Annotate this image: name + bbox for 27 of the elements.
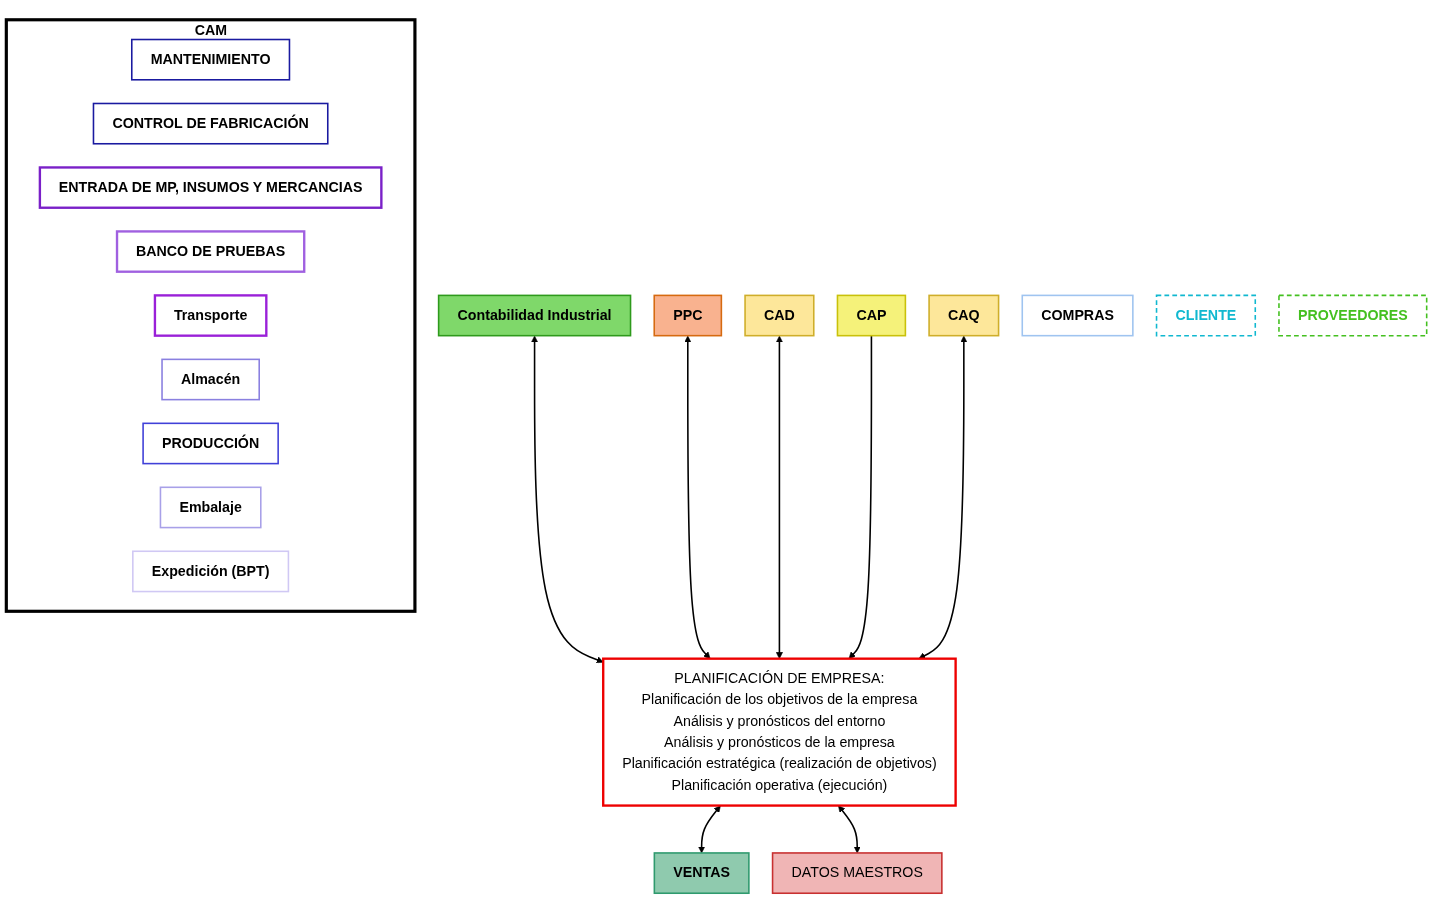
node-box: Transporte	[153, 294, 268, 337]
arrow	[838, 805, 861, 854]
node-box: COMPRAS	[1021, 294, 1134, 337]
node-box: CAD	[744, 294, 815, 337]
arrow	[698, 805, 721, 854]
node-box: PRODUCCIÓN	[142, 422, 279, 465]
node-box: PROVEEDORES	[1278, 294, 1428, 337]
node-box: Almacén	[161, 358, 260, 401]
node-box: Expedición (BPT)	[132, 550, 290, 593]
arrow	[684, 335, 711, 659]
arrow	[918, 335, 968, 659]
node-box: Embalaje	[159, 486, 262, 529]
node-box: PLANIFICACIÓN DE EMPRESA: Planificación de los objetivos de la empresa Análisis y pronósticos del entorno Análisis y pronósticos de la empresa Planificación estratégica (realización de objetivos) Planificación operativa (ejecución)	[602, 657, 957, 807]
node-box: DATOS MAESTROS	[771, 852, 943, 894]
arrow	[775, 335, 783, 659]
node-box: CONTROL DE FABRICACIÓN	[92, 102, 329, 145]
node-box: PPC	[653, 294, 723, 337]
node-box: Contabilidad Industrial	[437, 294, 632, 337]
node-box: CAP	[836, 294, 907, 337]
node-box: CLIENTE	[1155, 294, 1257, 337]
node-box: MANTENIMIENTO	[131, 38, 291, 81]
node-box: ENTRADA DE MP, INSUMOS Y MERCANCIAS	[38, 166, 383, 209]
arrow	[848, 334, 873, 659]
node-box: VENTAS	[653, 852, 750, 894]
arrow	[531, 335, 604, 664]
node-box: BANCO DE PRUEBAS	[115, 230, 306, 273]
node-box: CAQ	[928, 294, 1000, 337]
